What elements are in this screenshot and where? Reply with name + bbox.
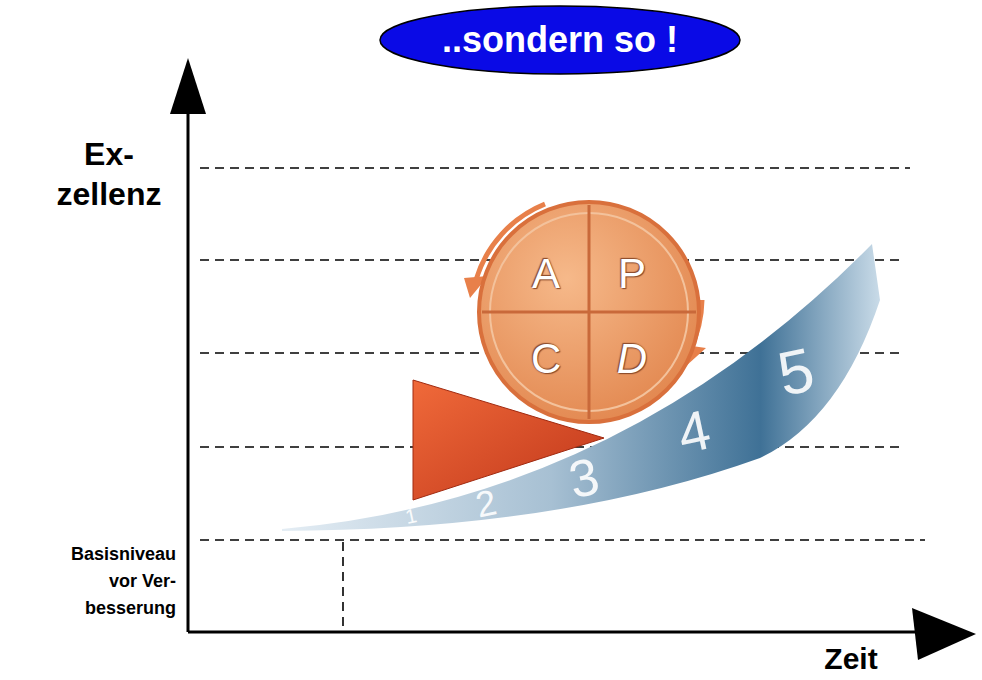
level-lines [200,168,925,630]
circle-shape [476,199,702,425]
axis-label: Zeit [806,642,896,676]
cycle-letter: C [531,335,561,383]
cycle-letter: A [532,250,560,298]
cycle-letter: P [618,250,646,298]
title-ellipse [380,6,740,74]
axis-label: Ex- zellenz [45,134,173,214]
pdca-circle: A P C D [476,199,702,425]
axes [170,58,976,660]
baseline-label: Basisniveau vor Ver- besserung [62,541,176,622]
cycle-letter: D [617,335,647,383]
title-text: ..sondern so ! [442,19,678,61]
